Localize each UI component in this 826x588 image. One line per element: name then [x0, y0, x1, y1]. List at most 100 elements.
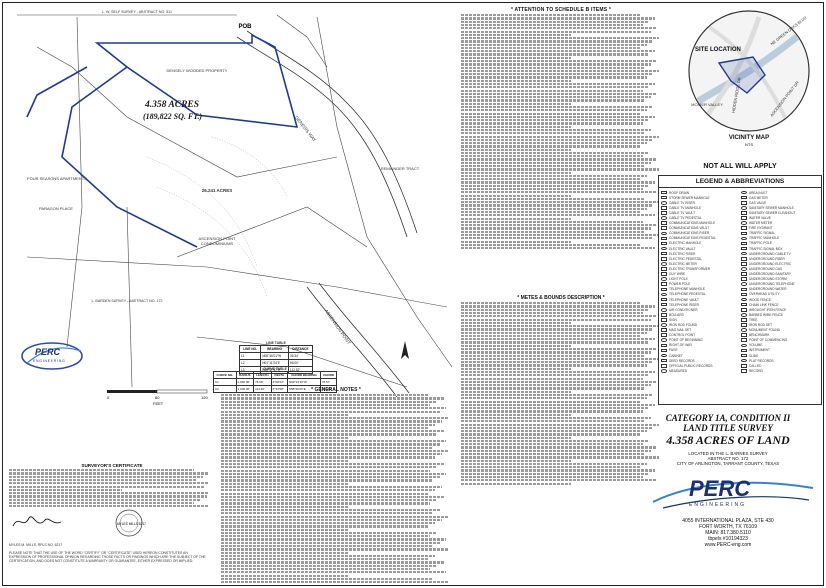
legend-item: UNDERGROUND CABLE TV	[741, 251, 819, 256]
text-line	[461, 371, 655, 374]
text-line	[461, 321, 571, 324]
line-table: LINE TABLE LINE NO. BEARING DISTANCE L1 …	[238, 341, 314, 375]
text-line	[461, 325, 659, 328]
perc-logo-small: PERC ENGINEERING	[17, 337, 87, 375]
legend-symbol-icon	[661, 363, 667, 368]
text-line	[221, 446, 433, 449]
tract-ascension: ASCENSION POINT CONDOMINIUMS	[198, 236, 236, 246]
legend-item: SANITARY SEWER CLEANOUT	[741, 210, 819, 215]
scale-label: FEET	[153, 401, 164, 406]
legend-symbol-icon	[661, 216, 667, 220]
text-line	[461, 302, 641, 305]
text-line	[461, 109, 647, 112]
survey-drawing: 0 60 120 FEET	[17, 14, 453, 406]
vicinity-map: SITE LOCATION NE GREEN OAKS BLVD ASCENSI…	[679, 7, 819, 149]
surveyor-certificate: SURVEYOR'S CERTIFICATE MYLES MILLS 6217 …	[9, 463, 215, 583]
general-notes-title: * GENERAL NOTES *	[311, 387, 361, 393]
legend-symbol-icon	[661, 282, 667, 287]
text-line	[461, 112, 641, 115]
text-line	[461, 344, 571, 347]
legend-item: PAGE	[661, 348, 739, 353]
subject-boundary	[26, 33, 299, 248]
text-line	[221, 551, 348, 554]
legend-symbol-icon	[741, 313, 747, 317]
legend-label: POINT OF BEGINNING	[669, 338, 703, 343]
legend-symbol-icon	[661, 200, 667, 205]
text-line	[461, 449, 651, 452]
text-line	[221, 561, 445, 564]
text-line	[461, 188, 643, 191]
text-line	[461, 174, 647, 178]
legend-label: ELECTRIC VAULT	[669, 246, 696, 251]
text-line	[221, 554, 435, 558]
text-line	[221, 426, 428, 430]
legend-item: UNDERGROUND WATER	[741, 287, 819, 292]
text-line	[461, 145, 641, 148]
text-line	[461, 46, 641, 50]
text-line	[461, 105, 653, 109]
legend-item: AREA INLET	[741, 190, 819, 195]
legend-item: VOLUME	[741, 343, 819, 348]
legend-item: ELECTRIC RISER	[661, 251, 739, 256]
text-line	[221, 499, 438, 502]
legend-label: RECORD	[749, 368, 763, 373]
legend-item: WROUGHT IRON FENCE	[741, 307, 819, 312]
signature-icon	[12, 516, 62, 527]
site-location-label: SITE LOCATION	[695, 47, 741, 53]
legend-label: GAS VALVE	[749, 200, 767, 205]
legend-item: COMMUNICATIONS VAULT	[661, 226, 739, 231]
legend-item: SANITARY SEWER MANHOLE	[741, 205, 819, 210]
tract-26-acres: 26.241 ACRES	[201, 188, 233, 193]
legend-item: UNDERGROUND ELECTRIC	[741, 261, 819, 266]
text-line	[461, 135, 659, 138]
legend-item: OVERHEAD UTILITY	[741, 292, 819, 297]
text-line	[461, 161, 651, 164]
text-line	[461, 86, 649, 89]
text-line	[461, 23, 643, 27]
text-line	[221, 505, 348, 508]
legend-label: OVERHEAD UTILITY	[749, 292, 780, 297]
legend-item: IRON ROD FOUND	[661, 322, 739, 327]
text-line	[461, 331, 647, 334]
text-line	[461, 40, 653, 43]
text-line	[461, 17, 655, 20]
text-line	[461, 439, 649, 443]
text-line	[461, 142, 647, 145]
text-line	[461, 407, 649, 410]
text-line	[221, 407, 447, 410]
text-line	[461, 393, 653, 397]
text-line	[461, 456, 659, 459]
pob-label: POB	[238, 24, 252, 30]
text-line	[221, 558, 428, 561]
text-line	[221, 535, 431, 538]
text-line	[461, 469, 655, 472]
legend-label: TELEPHONE MANHOLE	[669, 287, 705, 292]
legend-symbol-icon	[741, 195, 747, 200]
text-line	[461, 466, 641, 469]
legend-label: CABINET	[669, 353, 683, 358]
address-line-5: www.PERC-eng.com	[704, 542, 752, 548]
legend-item: TELEPHONE RISER	[661, 302, 739, 307]
text-line	[221, 482, 348, 485]
legend-label: PLAT RECORDS	[749, 358, 774, 363]
tract-remainder: REMAINDER TRACT	[380, 166, 420, 171]
text-line	[461, 184, 649, 187]
legend-label: LIGHT POLE	[669, 277, 688, 282]
text-line	[461, 125, 571, 128]
legend-symbol-icon	[661, 256, 667, 261]
legend-item: CHAIN LINK FENCE	[741, 302, 819, 307]
scale-tick-1: 60	[155, 395, 160, 400]
legend-symbol-icon	[741, 256, 747, 261]
curve-header: LENGTH	[253, 371, 272, 380]
legend-label: CABLE TV PEDESTAL	[669, 216, 702, 221]
legend-label: CALLED	[749, 363, 762, 368]
text-line	[461, 436, 571, 439]
text-line	[461, 171, 571, 174]
legend-item: UNDERGROUND FIBER	[741, 256, 819, 261]
text-line	[221, 417, 449, 420]
line-header: LINE NO.	[238, 345, 262, 354]
text-line	[461, 476, 643, 479]
certificate-text	[9, 469, 215, 508]
legend-item: WOOD FENCE	[741, 297, 819, 302]
legend-label: WOOD FENCE	[749, 297, 771, 302]
